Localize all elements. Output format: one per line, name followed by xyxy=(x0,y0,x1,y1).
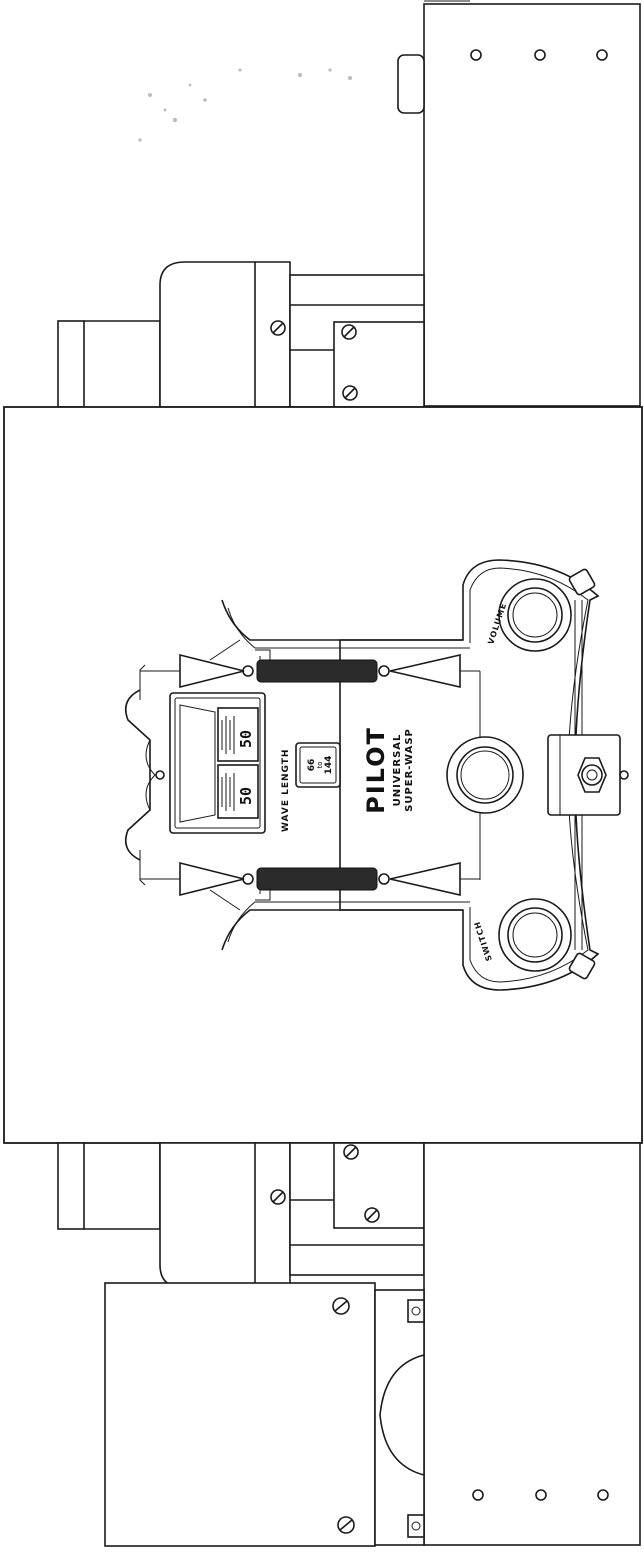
phone-jack xyxy=(547,734,629,816)
wave-length-label: WAVE LENGTH xyxy=(281,749,291,832)
brand-name: PILOT xyxy=(362,726,390,814)
model-line-2: SUPER-WASP xyxy=(404,728,415,812)
chassis-bottom-block xyxy=(423,1142,641,1546)
coil-assembly-bottom xyxy=(57,1142,425,1289)
vernier-bars xyxy=(139,653,481,897)
chassis-top-block xyxy=(397,0,641,407)
dial-scale-right: 50 xyxy=(237,730,255,748)
range-top: 66 xyxy=(307,759,317,772)
center-tuning-knob[interactable] xyxy=(446,736,524,814)
switch-knob[interactable] xyxy=(498,898,572,972)
model-line-1: UNIVERSAL xyxy=(392,734,403,807)
coil-assembly-top xyxy=(57,261,425,408)
volume-knob[interactable] xyxy=(498,578,572,652)
range-indicator: 66 to 144 xyxy=(295,742,341,788)
tuning-dial-window: 50 50 xyxy=(169,692,266,834)
range-bottom: 144 xyxy=(324,756,334,775)
dial-scale-left: 50 xyxy=(237,787,255,805)
power-unit-box xyxy=(104,1282,425,1547)
range-mid: to xyxy=(316,761,324,768)
